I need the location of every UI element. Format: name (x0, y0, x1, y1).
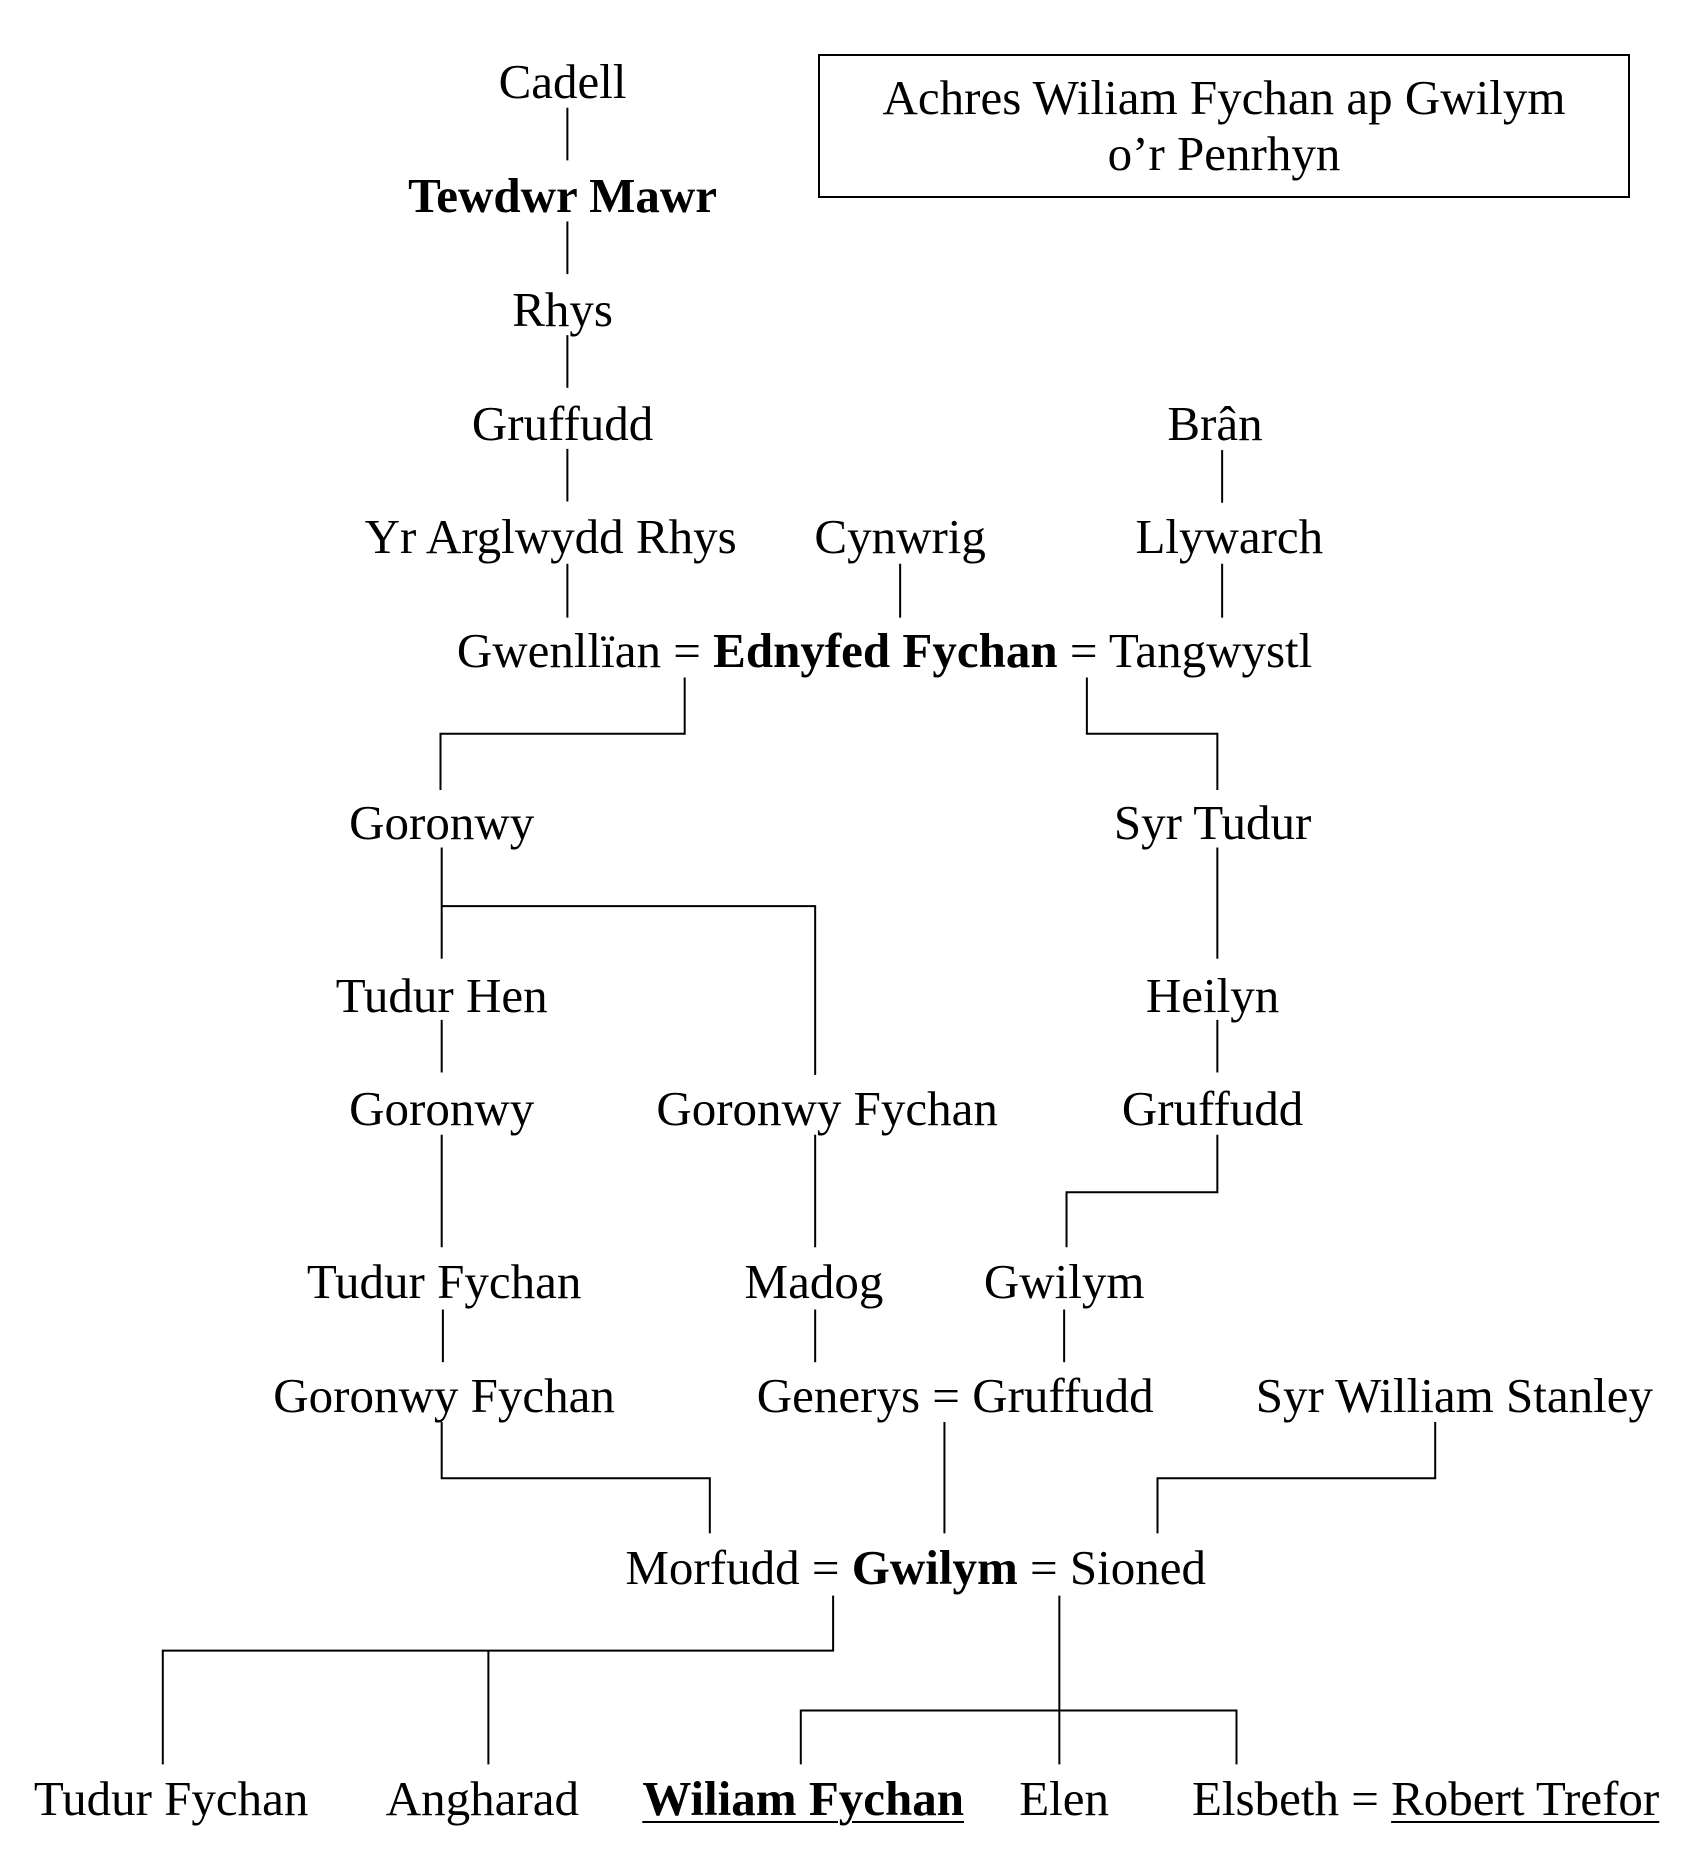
person-gwilym: Gwilym (851, 1539, 1018, 1595)
person-bran: Brân (1167, 395, 1263, 451)
person-wiliam-fychan: Wiliam Fychan (642, 1774, 964, 1823)
connector-line-24 (161, 1595, 835, 1765)
person-morfudd: Morfudd (625, 1539, 800, 1595)
person-tudur-fychan: Tudur Fychan (306, 1253, 582, 1309)
person-cadell: Cadell (498, 54, 627, 110)
connector-line-8 (439, 677, 686, 791)
person-angharad: Angharad (385, 1770, 579, 1826)
person-gruffudd: Gruffudd (972, 1367, 1154, 1423)
connector-line-21 (440, 1422, 711, 1534)
marriage-symbol: = (673, 623, 701, 679)
marriage-symbol: = (1351, 1770, 1379, 1826)
person-goronwy: Goronwy (349, 1081, 535, 1137)
person-name: Wiliam Fychan (642, 1770, 965, 1826)
person-elsbeth: Elsbeth (1191, 1770, 1339, 1826)
person-generys: Generys (756, 1367, 921, 1423)
person-gwenllian: Gwenllïan (456, 623, 661, 679)
person-syr-tudur: Syr Tudur (1113, 795, 1312, 851)
connector-line-23 (1156, 1422, 1437, 1534)
person-goronwy-fychan: Goronwy Fychan (656, 1081, 998, 1137)
marriage-elsbeth-robert-trefor: Elsbeth = Robert Trefor (1192, 1774, 1659, 1823)
marriage-symbol: = (1030, 1539, 1058, 1595)
connector-line-11 (441, 905, 817, 1075)
person-syr-william-stanley: Syr William Stanley (1255, 1367, 1653, 1423)
person-llywarch: Llywarch (1135, 509, 1324, 565)
person-heilyn: Heilyn (1145, 967, 1280, 1023)
marriage-ednyfed-fychan: Gwenllïan = Ednyfed Fychan = Tangwystl (457, 626, 1312, 675)
marriage-symbol: = (811, 1539, 840, 1595)
person-ednyfed-fychan: Ednyfed Fychan (713, 623, 1058, 679)
person-tewdwr-mawr: Tewdwr Mawr (408, 171, 717, 220)
connector-line-17 (1065, 1134, 1219, 1248)
person-tangwystl: Tangwystl (1108, 623, 1313, 679)
title-line-1: Achres Wiliam Fychan ap Gwilym (882, 70, 1566, 125)
person-rhys: Rhys (512, 281, 613, 337)
marriage-symbol: = (932, 1367, 960, 1423)
marriage-gwilym: Morfudd = Gwilym = Sioned (625, 1543, 1206, 1592)
title-box: Achres Wiliam Fychan ap Gwilym o’r Penrh… (818, 54, 1630, 198)
connector-line-27 (799, 1709, 1238, 1765)
person-sioned: Sioned (1069, 1539, 1207, 1595)
person-goronwy: Goronwy (349, 795, 535, 851)
connector-line-9 (1085, 677, 1219, 791)
person-robert-trefor: Robert Trefor (1391, 1770, 1660, 1826)
marriage-symbol: = (1069, 623, 1098, 679)
title-line-2: o’r Penrhyn (1107, 126, 1341, 181)
person-madog: Madog (744, 1253, 884, 1309)
person-gruffudd: Gruffudd (471, 395, 654, 451)
person-tudur-fychan: Tudur Fychan (33, 1770, 309, 1826)
person-gwilym: Gwilym (983, 1253, 1145, 1309)
marriage-generys-gruffudd: Generys = Gruffudd (757, 1371, 1154, 1420)
person-yr-arglwydd-rhys: Yr Arglwydd Rhys (364, 509, 737, 565)
person-elen: Elen (1019, 1770, 1110, 1826)
person-gruffudd: Gruffudd (1121, 1081, 1304, 1137)
person-cynwrig: Cynwrig (814, 509, 986, 565)
person-goronwy-fychan: Goronwy Fychan (273, 1367, 615, 1423)
person-tudur-hen: Tudur Hen (335, 967, 548, 1023)
person-name: Tewdwr Mawr (408, 168, 718, 224)
